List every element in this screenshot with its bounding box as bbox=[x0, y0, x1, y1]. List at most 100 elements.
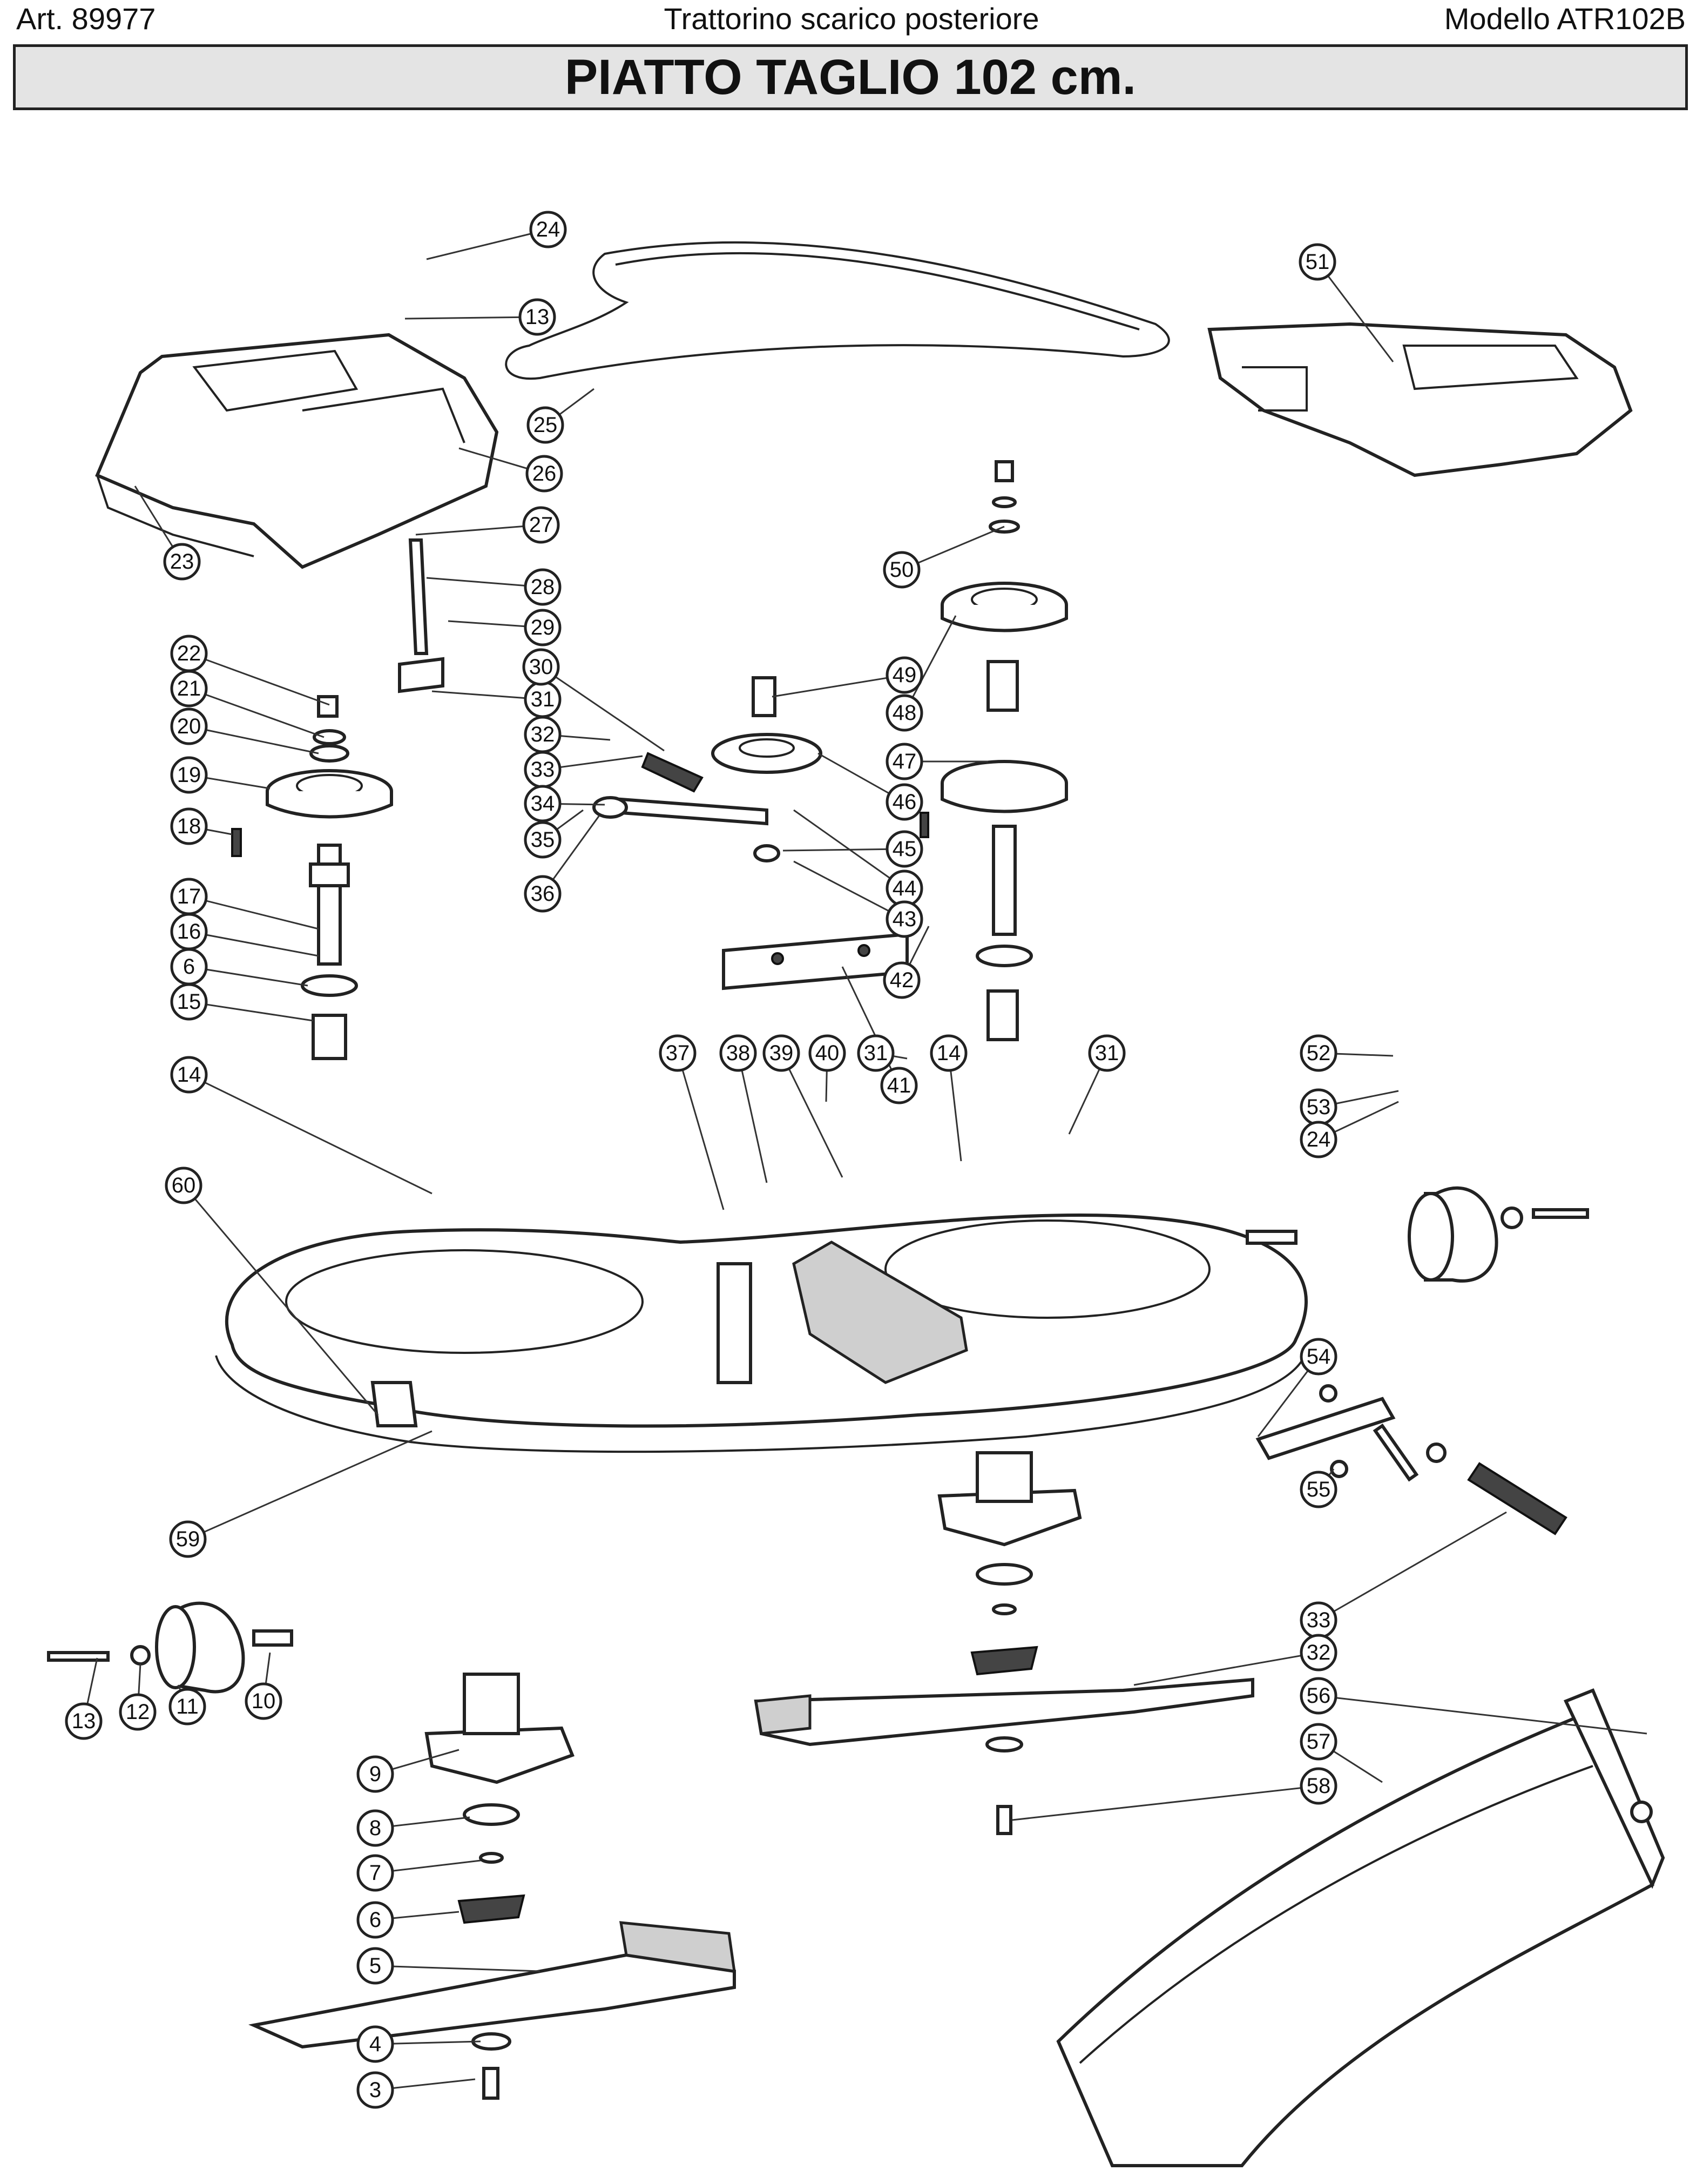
callout-circle bbox=[170, 670, 208, 707]
callout-55: 55 bbox=[1300, 1471, 1337, 1508]
callout-14: 14 bbox=[170, 1056, 208, 1094]
callout-circle bbox=[883, 961, 921, 999]
callout-circle bbox=[1300, 1471, 1337, 1508]
callout-19: 19 bbox=[170, 756, 208, 794]
callout-50: 50 bbox=[883, 551, 921, 589]
callout-60: 60 bbox=[165, 1167, 202, 1204]
callout-number: 46 bbox=[893, 790, 917, 814]
callout-37: 37 bbox=[659, 1034, 697, 1072]
callout-34: 34 bbox=[524, 785, 562, 823]
callout-25: 25 bbox=[526, 406, 564, 444]
callout-circle bbox=[857, 1034, 895, 1072]
right-spindle-assembly bbox=[920, 460, 1068, 1041]
callout-number: 55 bbox=[1307, 1478, 1331, 1501]
callout-39: 39 bbox=[762, 1034, 800, 1072]
callout-10: 10 bbox=[245, 1682, 282, 1720]
leader-line-45 bbox=[782, 848, 905, 852]
callout-3: 3 bbox=[356, 2071, 394, 2109]
callout-number: 5 bbox=[369, 1954, 381, 1978]
callout-56: 56 bbox=[1300, 1677, 1337, 1715]
callout-47: 47 bbox=[886, 743, 923, 780]
callout-number: 33 bbox=[531, 758, 555, 781]
callout-circle bbox=[356, 1809, 394, 1847]
callout-5: 5 bbox=[356, 1947, 394, 1985]
right-belt-cover bbox=[1207, 322, 1633, 477]
leader-line-32 bbox=[1133, 1652, 1319, 1686]
leader-line-22 bbox=[188, 652, 330, 706]
callout-44: 44 bbox=[886, 869, 923, 907]
callout-circle bbox=[245, 1682, 282, 1720]
document-subtitle: Trattorino scarico posteriore bbox=[664, 2, 1039, 36]
callout-circle bbox=[808, 1034, 846, 1072]
callout-41: 41 bbox=[880, 1067, 918, 1104]
callout-52: 52 bbox=[1300, 1034, 1337, 1072]
callout-circle bbox=[525, 455, 563, 493]
callout-circle bbox=[522, 506, 560, 544]
callout-circle bbox=[719, 1034, 757, 1072]
callout-number: 12 bbox=[126, 1700, 150, 1724]
callout-9: 9 bbox=[356, 1755, 394, 1793]
callout-46: 46 bbox=[886, 783, 923, 821]
callout-number: 52 bbox=[1307, 1041, 1331, 1065]
callout-42: 42 bbox=[883, 961, 921, 999]
callout-number: 37 bbox=[666, 1041, 690, 1065]
callout-6: 6 bbox=[170, 948, 208, 986]
callout-circle bbox=[65, 1702, 103, 1740]
callout-circle bbox=[886, 694, 923, 732]
callout-number: 29 bbox=[531, 616, 555, 639]
callout-33: 33 bbox=[524, 751, 562, 788]
callout-number: 54 bbox=[1307, 1345, 1331, 1369]
callout-number: 57 bbox=[1307, 1730, 1331, 1754]
callout-number: 24 bbox=[536, 218, 560, 241]
callout-number: 3 bbox=[369, 2078, 381, 2102]
callout-number: 34 bbox=[531, 792, 555, 815]
leader-line-39 bbox=[780, 1053, 843, 1178]
callout-36: 36 bbox=[524, 875, 562, 913]
callout-circle bbox=[880, 1067, 918, 1104]
callout-15: 15 bbox=[170, 983, 208, 1021]
callout-number: 59 bbox=[176, 1527, 200, 1551]
callout-number: 14 bbox=[177, 1063, 201, 1087]
callout-35: 35 bbox=[524, 821, 562, 859]
callout-circle bbox=[886, 656, 923, 694]
callout-number: 44 bbox=[893, 877, 917, 900]
callout-31: 31 bbox=[524, 680, 562, 718]
callout-circle bbox=[1300, 1677, 1337, 1715]
leader-line-13 bbox=[404, 316, 538, 320]
callout-number: 24 bbox=[1307, 1128, 1331, 1151]
callout-27: 27 bbox=[522, 506, 560, 544]
callout-circle bbox=[170, 807, 208, 845]
callout-number: 22 bbox=[177, 642, 201, 665]
callout-number: 18 bbox=[177, 814, 201, 838]
leader-line-6 bbox=[188, 966, 308, 987]
mower-deck bbox=[215, 1213, 1308, 1453]
callout-53: 53 bbox=[1300, 1088, 1337, 1126]
exploded-parts-diagram: 2413252623272829313032333435362221201918… bbox=[47, 211, 1665, 2167]
callout-circle bbox=[886, 743, 923, 780]
callout-28: 28 bbox=[524, 568, 562, 606]
callout-59: 59 bbox=[169, 1520, 207, 1558]
left-belt-cover bbox=[95, 333, 499, 569]
callout-14: 14 bbox=[930, 1034, 968, 1072]
right-wheel bbox=[1246, 1186, 1589, 1283]
callout-43: 43 bbox=[886, 900, 923, 938]
callout-number: 13 bbox=[525, 305, 550, 329]
callout-4: 4 bbox=[356, 2025, 394, 2063]
callout-18: 18 bbox=[170, 807, 208, 845]
callout-circle bbox=[762, 1034, 800, 1072]
callout-circle bbox=[1088, 1034, 1126, 1072]
drive-belt bbox=[505, 241, 1170, 380]
callout-circle bbox=[526, 406, 564, 444]
leader-line-20 bbox=[188, 725, 319, 754]
callout-number: 48 bbox=[893, 701, 917, 725]
callout-number: 13 bbox=[72, 1709, 96, 1733]
leader-line-38 bbox=[737, 1053, 768, 1183]
callout-number: 31 bbox=[1095, 1041, 1119, 1065]
callout-circle bbox=[1300, 1723, 1337, 1761]
callout-circle bbox=[1299, 243, 1336, 281]
callout-number: 16 bbox=[177, 920, 201, 943]
callout-circle bbox=[886, 830, 923, 868]
callout-54: 54 bbox=[1300, 1338, 1337, 1376]
callout-number: 45 bbox=[893, 837, 917, 861]
left-spindle-assembly bbox=[231, 695, 393, 1060]
